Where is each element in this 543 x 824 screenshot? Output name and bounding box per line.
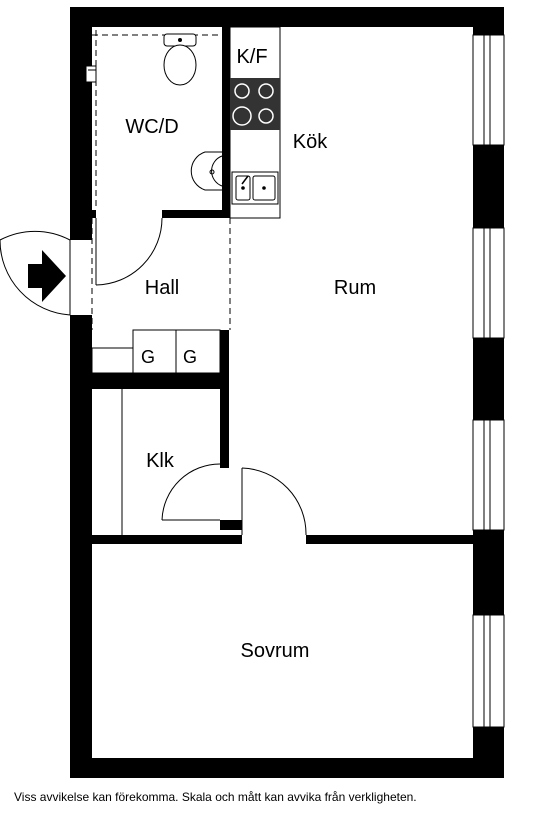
window-icon	[472, 227, 505, 339]
door-icon	[241, 467, 307, 536]
door-icon	[161, 463, 221, 521]
room-label-kf: K/F	[236, 46, 267, 68]
door-icon	[95, 217, 163, 286]
room-label-kok: Kök	[293, 131, 328, 153]
entrance-door[interactable]	[0, 230, 71, 316]
room-label-klk: Klk	[146, 450, 175, 472]
wall-fixture-icon	[85, 65, 97, 83]
room-label-rum: Rum	[334, 277, 376, 299]
interior-walls	[92, 27, 473, 544]
room-label-sovrum: Sovrum	[241, 640, 310, 662]
window-icon	[472, 34, 505, 146]
toilet-icon	[163, 33, 197, 86]
window-icon	[472, 614, 505, 728]
wardrobe-label: G	[141, 347, 155, 367]
wardrobes	[91, 329, 221, 374]
windows	[472, 34, 505, 728]
disclaimer-text: Viss avvikelse kan förekomma. Skala och …	[14, 790, 417, 804]
room-labels: WC/D K/F Kök Hall Rum Klk Sovrum G G	[125, 46, 376, 662]
arrow-right-icon	[28, 250, 66, 302]
window-icon	[472, 419, 505, 531]
room-label-wc: WC/D	[125, 116, 178, 138]
stove-icon	[230, 78, 280, 130]
room-label-hall: Hall	[145, 277, 179, 299]
kitchen-sink-icon	[231, 171, 279, 205]
washbasin-icon	[190, 151, 223, 191]
wardrobe-label: G	[183, 347, 197, 367]
